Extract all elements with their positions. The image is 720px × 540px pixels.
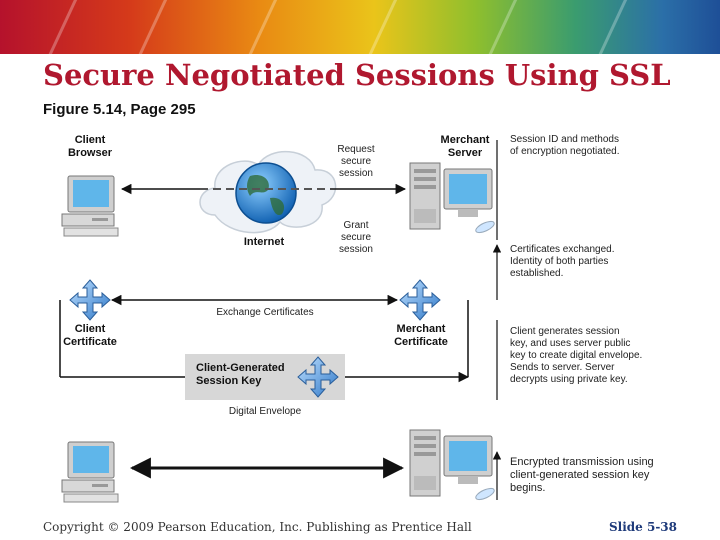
internet-label: Internet	[243, 236, 285, 248]
grant-secure-session-label: Grant secure session	[339, 220, 373, 255]
merchant-server-icon-bottom	[409, 429, 497, 503]
copyright-footer: Copyright © 2009 Pearson Education, Inc.…	[43, 520, 472, 534]
client-computer-icon	[61, 175, 119, 237]
merchant-server-label: Merchant Server	[440, 134, 490, 159]
merchant-certificate-icon	[399, 279, 441, 321]
step-4-note: Encrypted transmission using client-gene…	[510, 456, 654, 494]
step-3-note: Client generates session key, and uses s…	[510, 326, 643, 385]
client-computer-icon-bottom	[61, 441, 119, 503]
merchant-server-icon	[409, 162, 497, 236]
slide-number: Slide 5-38	[608, 520, 677, 534]
slide-title: Secure Negotiated Sessions Using SSL	[43, 58, 671, 92]
figure-caption: Figure 5.14, Page 295	[43, 101, 196, 118]
client-certificate-icon	[69, 279, 111, 321]
header-banner	[0, 0, 720, 54]
merchant-certificate-label: Merchant Certificate	[394, 323, 448, 348]
digital-envelope-label: Digital Envelope	[228, 406, 302, 417]
client-certificate-label: Client Certificate	[63, 323, 117, 348]
request-secure-session-label: Request secure session	[337, 144, 375, 179]
globe-icon	[235, 162, 297, 224]
session-key-label: Client-Generated Session Key	[196, 362, 285, 387]
session-key-icon	[297, 356, 339, 398]
exchange-certificates-label: Exchange Certificates	[216, 307, 314, 318]
client-browser-label: Client Browser	[67, 134, 113, 159]
step-2-note: Certificates exchanged. Identity of both…	[510, 244, 615, 279]
step-1-note: Session ID and methods of encryption neg…	[510, 134, 620, 157]
